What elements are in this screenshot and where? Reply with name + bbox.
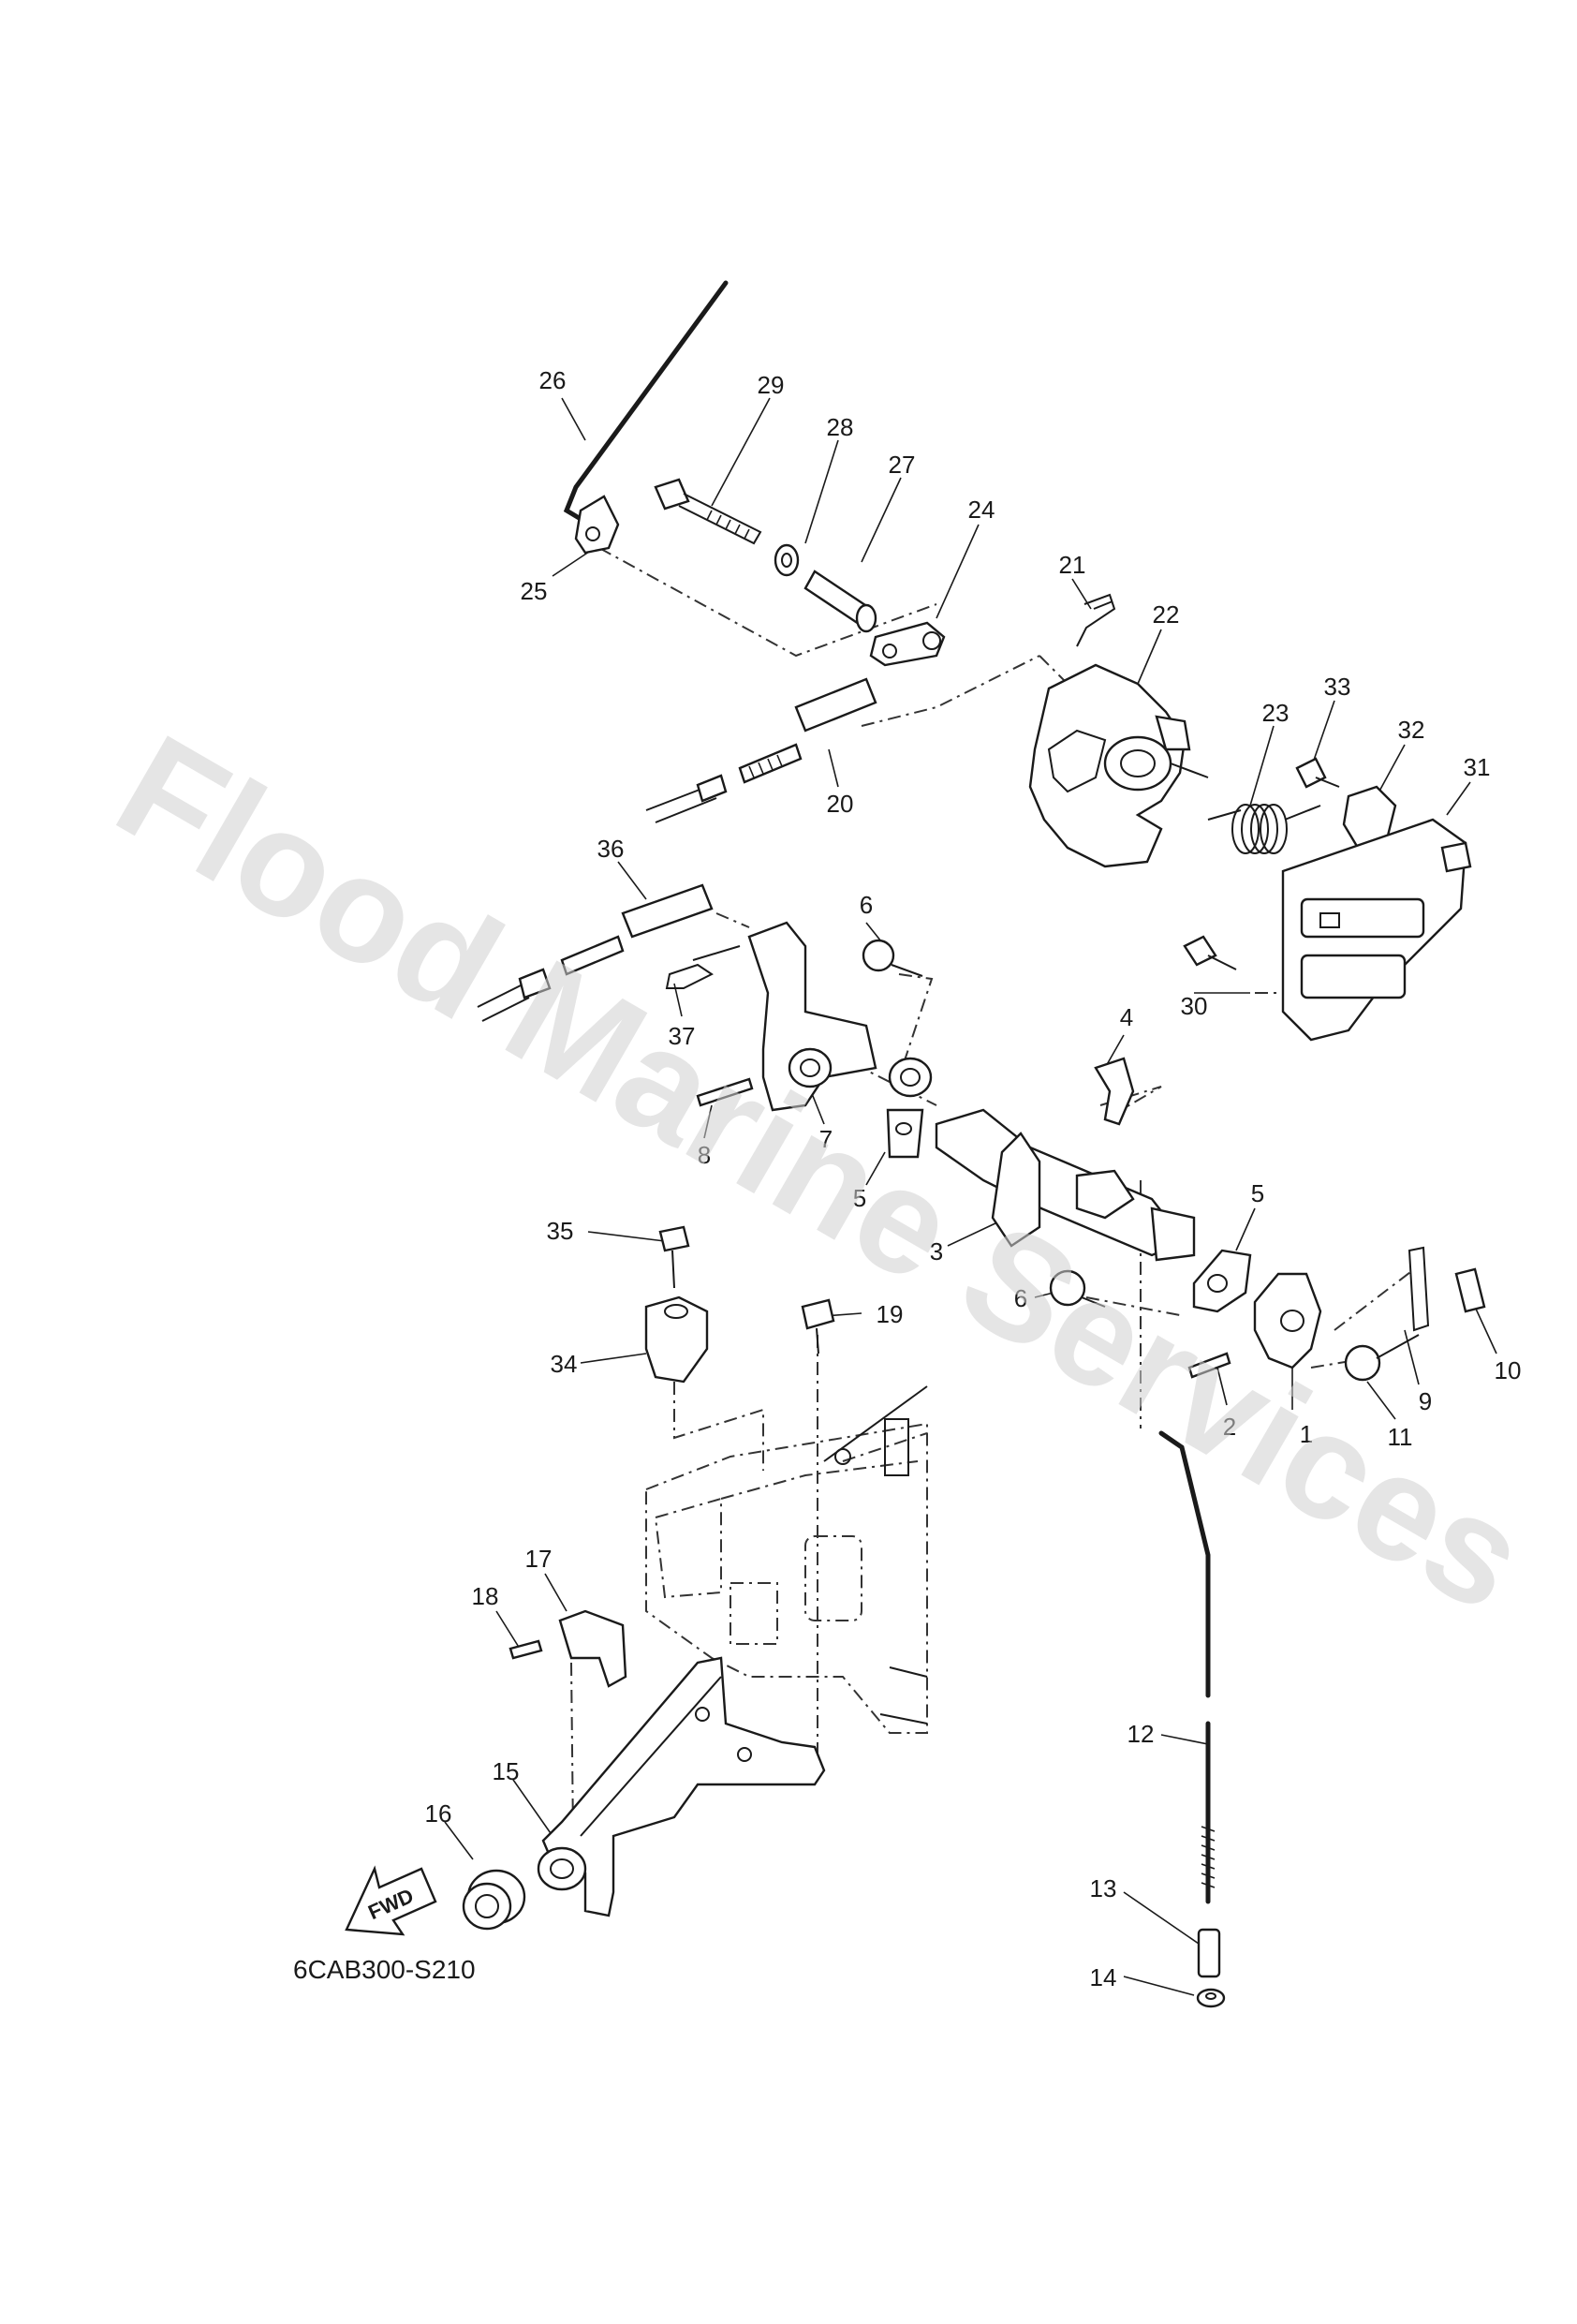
part-31-plate [1281, 818, 1472, 1042]
label-7: 7 [819, 1125, 833, 1153]
part-21-clip [1076, 593, 1116, 647]
label-19: 19 [877, 1300, 904, 1328]
part-34-bracket [644, 1295, 709, 1384]
watermark-text: Flood Marine Services [92, 703, 1553, 1643]
part-6-bolt-top [862, 939, 923, 977]
part-18-pin [508, 1639, 543, 1660]
part-1-lever [1253, 1272, 1322, 1369]
part-35-bolt [658, 1225, 690, 1289]
label-32: 32 [1398, 716, 1425, 744]
label-3: 3 [930, 1237, 943, 1266]
label-5-left: 5 [853, 1184, 866, 1212]
label-34: 34 [551, 1350, 578, 1378]
part-6-bolt-lower [1049, 1269, 1106, 1308]
part-26-rod [563, 280, 729, 527]
label-28: 28 [827, 413, 854, 441]
label-6-lower: 6 [1014, 1284, 1027, 1312]
part-16-grommet [462, 1869, 526, 1931]
part-14-nut [1196, 1988, 1226, 2008]
label-13: 13 [1090, 1874, 1117, 1902]
label-26: 26 [539, 366, 567, 394]
label-9: 9 [1419, 1387, 1432, 1415]
part-23-spring [1207, 804, 1321, 854]
label-2: 2 [1223, 1413, 1236, 1441]
part-22-cam [1028, 663, 1209, 868]
label-35: 35 [547, 1217, 574, 1245]
part-3-shaft [935, 1108, 1196, 1262]
label-23: 23 [1262, 699, 1290, 727]
part-20-cable-joint [645, 677, 877, 823]
part-28-washer [774, 543, 800, 577]
part-12-rod [1158, 1430, 1216, 1904]
label-6-top: 6 [860, 891, 873, 919]
label-14: 14 [1090, 1963, 1117, 1991]
part-29-bolt [654, 478, 762, 545]
part-25-joint [574, 495, 620, 555]
fwd-arrow-icon: FWD [345, 1865, 437, 1936]
label-37: 37 [669, 1022, 696, 1050]
label-24: 24 [968, 496, 995, 524]
part-30-bolt [1183, 935, 1237, 970]
label-36: 36 [597, 835, 625, 863]
part-4-clip [1094, 1057, 1135, 1126]
part-27-collar [803, 570, 877, 633]
part-36-cable-joint [477, 883, 714, 1022]
part-5-collar-right [1192, 1249, 1252, 1313]
part-8-pin [696, 1077, 754, 1107]
part-19-bolt [801, 1298, 835, 1354]
label-8: 8 [698, 1141, 711, 1169]
part-24-lever [869, 621, 946, 667]
label-12: 12 [1127, 1720, 1155, 1748]
label-4: 4 [1120, 1003, 1133, 1031]
engine-block-phantom [645, 1385, 928, 1734]
part-15-bracket [537, 1656, 826, 1917]
label-30: 30 [1181, 992, 1208, 1020]
label-25: 25 [521, 577, 548, 605]
part-number-labels: 1 2 3 4 5 5 6 6 7 8 9 10 11 12 13 14 15 … [425, 366, 1522, 1991]
part-5-collar-left [886, 1057, 933, 1159]
leader-lines [444, 397, 1497, 1996]
part-7-lever [747, 921, 877, 1112]
part-17-bracket [558, 1609, 627, 1688]
label-33: 33 [1324, 673, 1351, 701]
diagram-code: 6CAB300-S210 [293, 1955, 476, 1984]
part-13-spacer [1197, 1928, 1221, 1978]
label-5-right: 5 [1251, 1179, 1264, 1207]
label-17: 17 [525, 1545, 553, 1573]
label-22: 22 [1153, 600, 1180, 629]
label-15: 15 [493, 1757, 520, 1785]
label-16: 16 [425, 1799, 452, 1828]
label-21: 21 [1059, 551, 1086, 579]
label-20: 20 [827, 790, 854, 818]
label-27: 27 [889, 451, 916, 479]
label-11: 11 [1388, 1423, 1413, 1451]
label-18: 18 [472, 1582, 499, 1610]
part-11-bolt [1344, 1334, 1420, 1382]
part-10-plate [1454, 1267, 1486, 1313]
label-31: 31 [1464, 753, 1491, 781]
label-1: 1 [1300, 1420, 1313, 1448]
part-2-pin [1187, 1352, 1231, 1379]
assembly-lines [570, 547, 1415, 1837]
label-10: 10 [1495, 1356, 1522, 1384]
label-29: 29 [758, 371, 785, 399]
part-37-clip [665, 945, 741, 989]
part-9-clip [1408, 1246, 1430, 1332]
part-33-screw [1295, 757, 1340, 789]
